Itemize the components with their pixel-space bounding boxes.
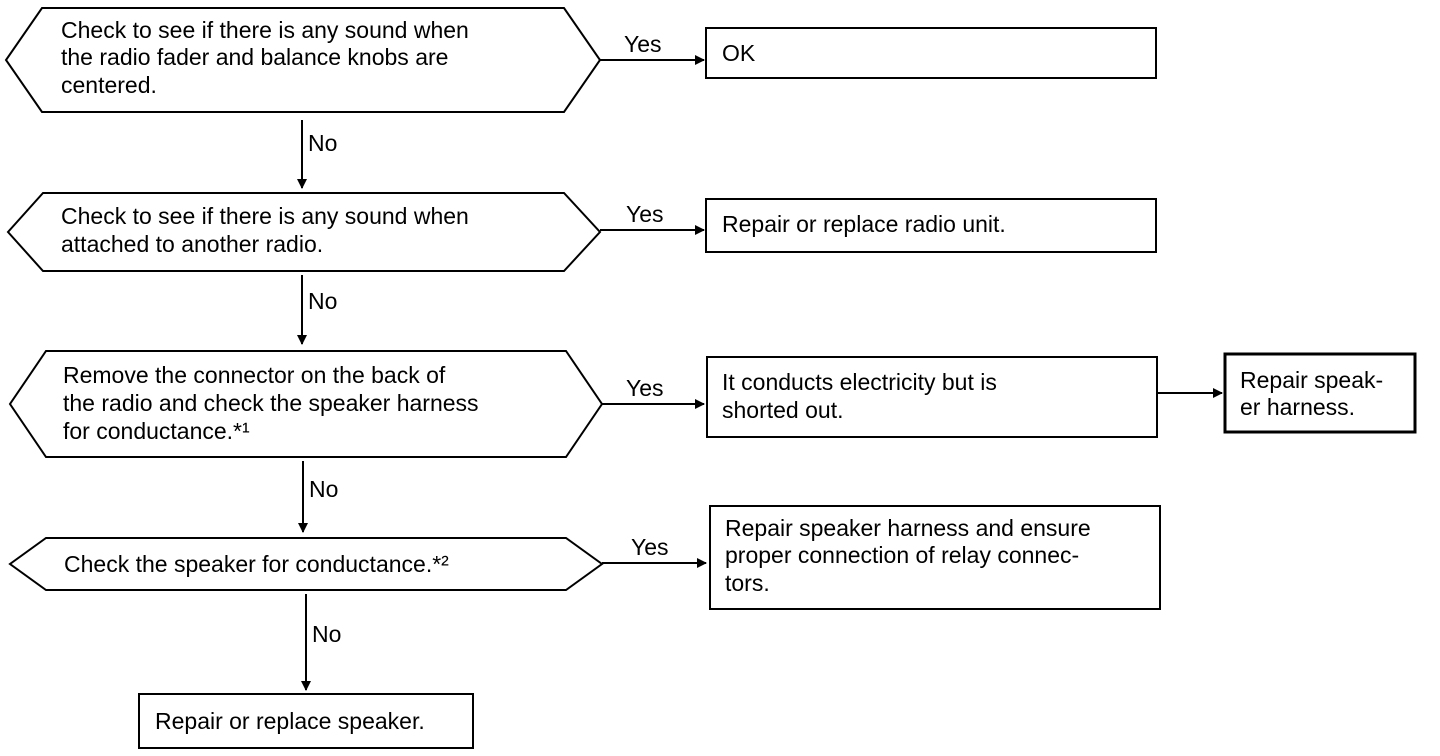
result-relay-connectors-line-3: tors. bbox=[725, 570, 770, 596]
edge-d4-yes-label: Yes bbox=[631, 534, 669, 560]
result-radio-unit-text: Repair or replace radio unit. bbox=[722, 211, 1006, 237]
edge-d4-no-label: No bbox=[312, 621, 341, 647]
decision-harness-conductance-shape bbox=[8, 350, 604, 458]
result-shorted-box bbox=[706, 356, 1158, 438]
edge-d3-yes-label: Yes bbox=[626, 375, 664, 401]
result-radio-unit-box bbox=[705, 198, 1157, 253]
edge-d1-yes-label: Yes bbox=[624, 31, 662, 57]
result-ok-text: OK bbox=[722, 40, 756, 66]
result-relay-connectors-line-2: proper connection of relay connec- bbox=[725, 542, 1079, 568]
edge-d2-no-label: No bbox=[308, 288, 337, 314]
edge-d1-no-label: No bbox=[308, 130, 337, 156]
result-repair-harness-line-2: er harness. bbox=[1240, 394, 1355, 420]
decision-harness-conductance-line-2: the radio and check the speaker harness bbox=[63, 390, 479, 416]
decision-sound-centered-line-1: Check to see if there is any sound when bbox=[61, 17, 469, 43]
decision-speaker-conductance-shape bbox=[8, 537, 604, 591]
decision-harness-conductance-line-1: Remove the connector on the back of bbox=[63, 362, 446, 388]
result-relay-connectors-line-1: Repair speaker harness and ensure bbox=[725, 515, 1091, 541]
decision-another-radio-line-1: Check to see if there is any sound when bbox=[61, 203, 469, 229]
decision-sound-centered-shape bbox=[4, 7, 602, 113]
result-replace-speaker-text: Repair or replace speaker. bbox=[155, 708, 425, 734]
decision-another-radio-shape bbox=[6, 192, 602, 272]
decision-another-radio-line-2: attached to another radio. bbox=[61, 231, 323, 257]
result-replace-speaker-box bbox=[138, 693, 474, 749]
edge-d3-no-label: No bbox=[309, 476, 338, 502]
result-shorted-line-2: shorted out. bbox=[722, 397, 843, 423]
result-repair-harness-line-1: Repair speak- bbox=[1240, 367, 1383, 393]
edge-d2-yes-label: Yes bbox=[626, 201, 664, 227]
result-shorted-line-1: It conducts electricity but is bbox=[722, 369, 997, 395]
result-relay-connectors-box bbox=[709, 505, 1161, 610]
decision-speaker-conductance-text: Check the speaker for conductance.*² bbox=[64, 551, 449, 577]
result-ok-box bbox=[705, 27, 1157, 79]
decision-sound-centered-line-3: centered. bbox=[61, 72, 157, 98]
result-repair-harness-box bbox=[1223, 352, 1417, 434]
decision-sound-centered-line-2: the radio fader and balance knobs are bbox=[61, 44, 448, 70]
decision-harness-conductance-line-3: for conductance.*¹ bbox=[63, 418, 250, 444]
